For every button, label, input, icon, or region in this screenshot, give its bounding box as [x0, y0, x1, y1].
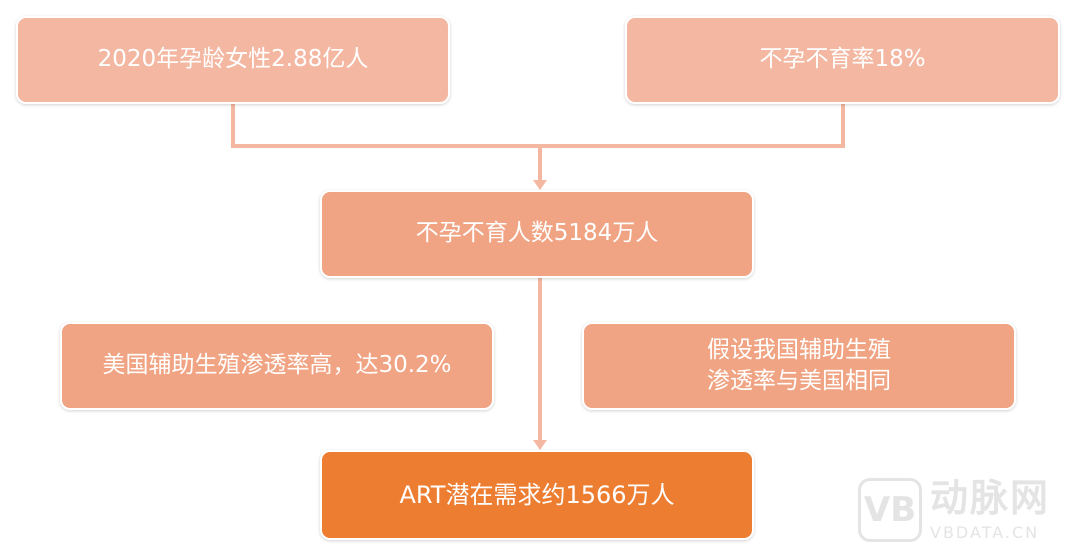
- box-infertility-count: 不孕不育人数5184万人: [320, 190, 754, 278]
- box-infertility-count-label: 不孕不育人数5184万人: [415, 220, 659, 247]
- box-reproductive-age-women: 2020年孕龄女性2.88亿人: [16, 16, 450, 104]
- watermark-name-en: VBDATA.CN: [930, 522, 1040, 542]
- box-assumption-line-1: 假设我国辅助生殖: [707, 336, 891, 363]
- connector-top-left: [231, 104, 540, 148]
- box-us-penetration-label: 美国辅助生殖渗透率高，达30.2%: [102, 352, 452, 379]
- box-art-demand-result-label: ART潜在需求约1566万人: [399, 480, 675, 509]
- vbdata-logo-icon: VB: [858, 478, 922, 542]
- watermark: VB 动脉网 VBDATA.CN: [858, 478, 1050, 542]
- box-us-penetration: 美国辅助生殖渗透率高，达30.2%: [60, 322, 494, 410]
- watermark-text: 动脉网 VBDATA.CN: [930, 479, 1050, 542]
- box-assumption-line-2: 渗透率与美国相同: [707, 368, 891, 394]
- watermark-name-cn: 动脉网: [930, 475, 1051, 520]
- box-infertility-rate: 不孕不育率18%: [625, 16, 1060, 104]
- arrowhead-result: [533, 440, 547, 450]
- box-reproductive-age-women-label: 2020年孕龄女性2.88亿人: [97, 46, 369, 73]
- box-infertility-rate-label: 不孕不育率18%: [759, 46, 926, 73]
- connector-top-right: [540, 104, 845, 148]
- box-art-demand-result: ART潜在需求约1566万人: [320, 450, 754, 540]
- box-assumption: 假设我国辅助生殖 渗透率与美国相同: [582, 322, 1016, 410]
- arrowhead-middle: [533, 180, 547, 190]
- vbdata-logo-letters: VB: [863, 490, 917, 530]
